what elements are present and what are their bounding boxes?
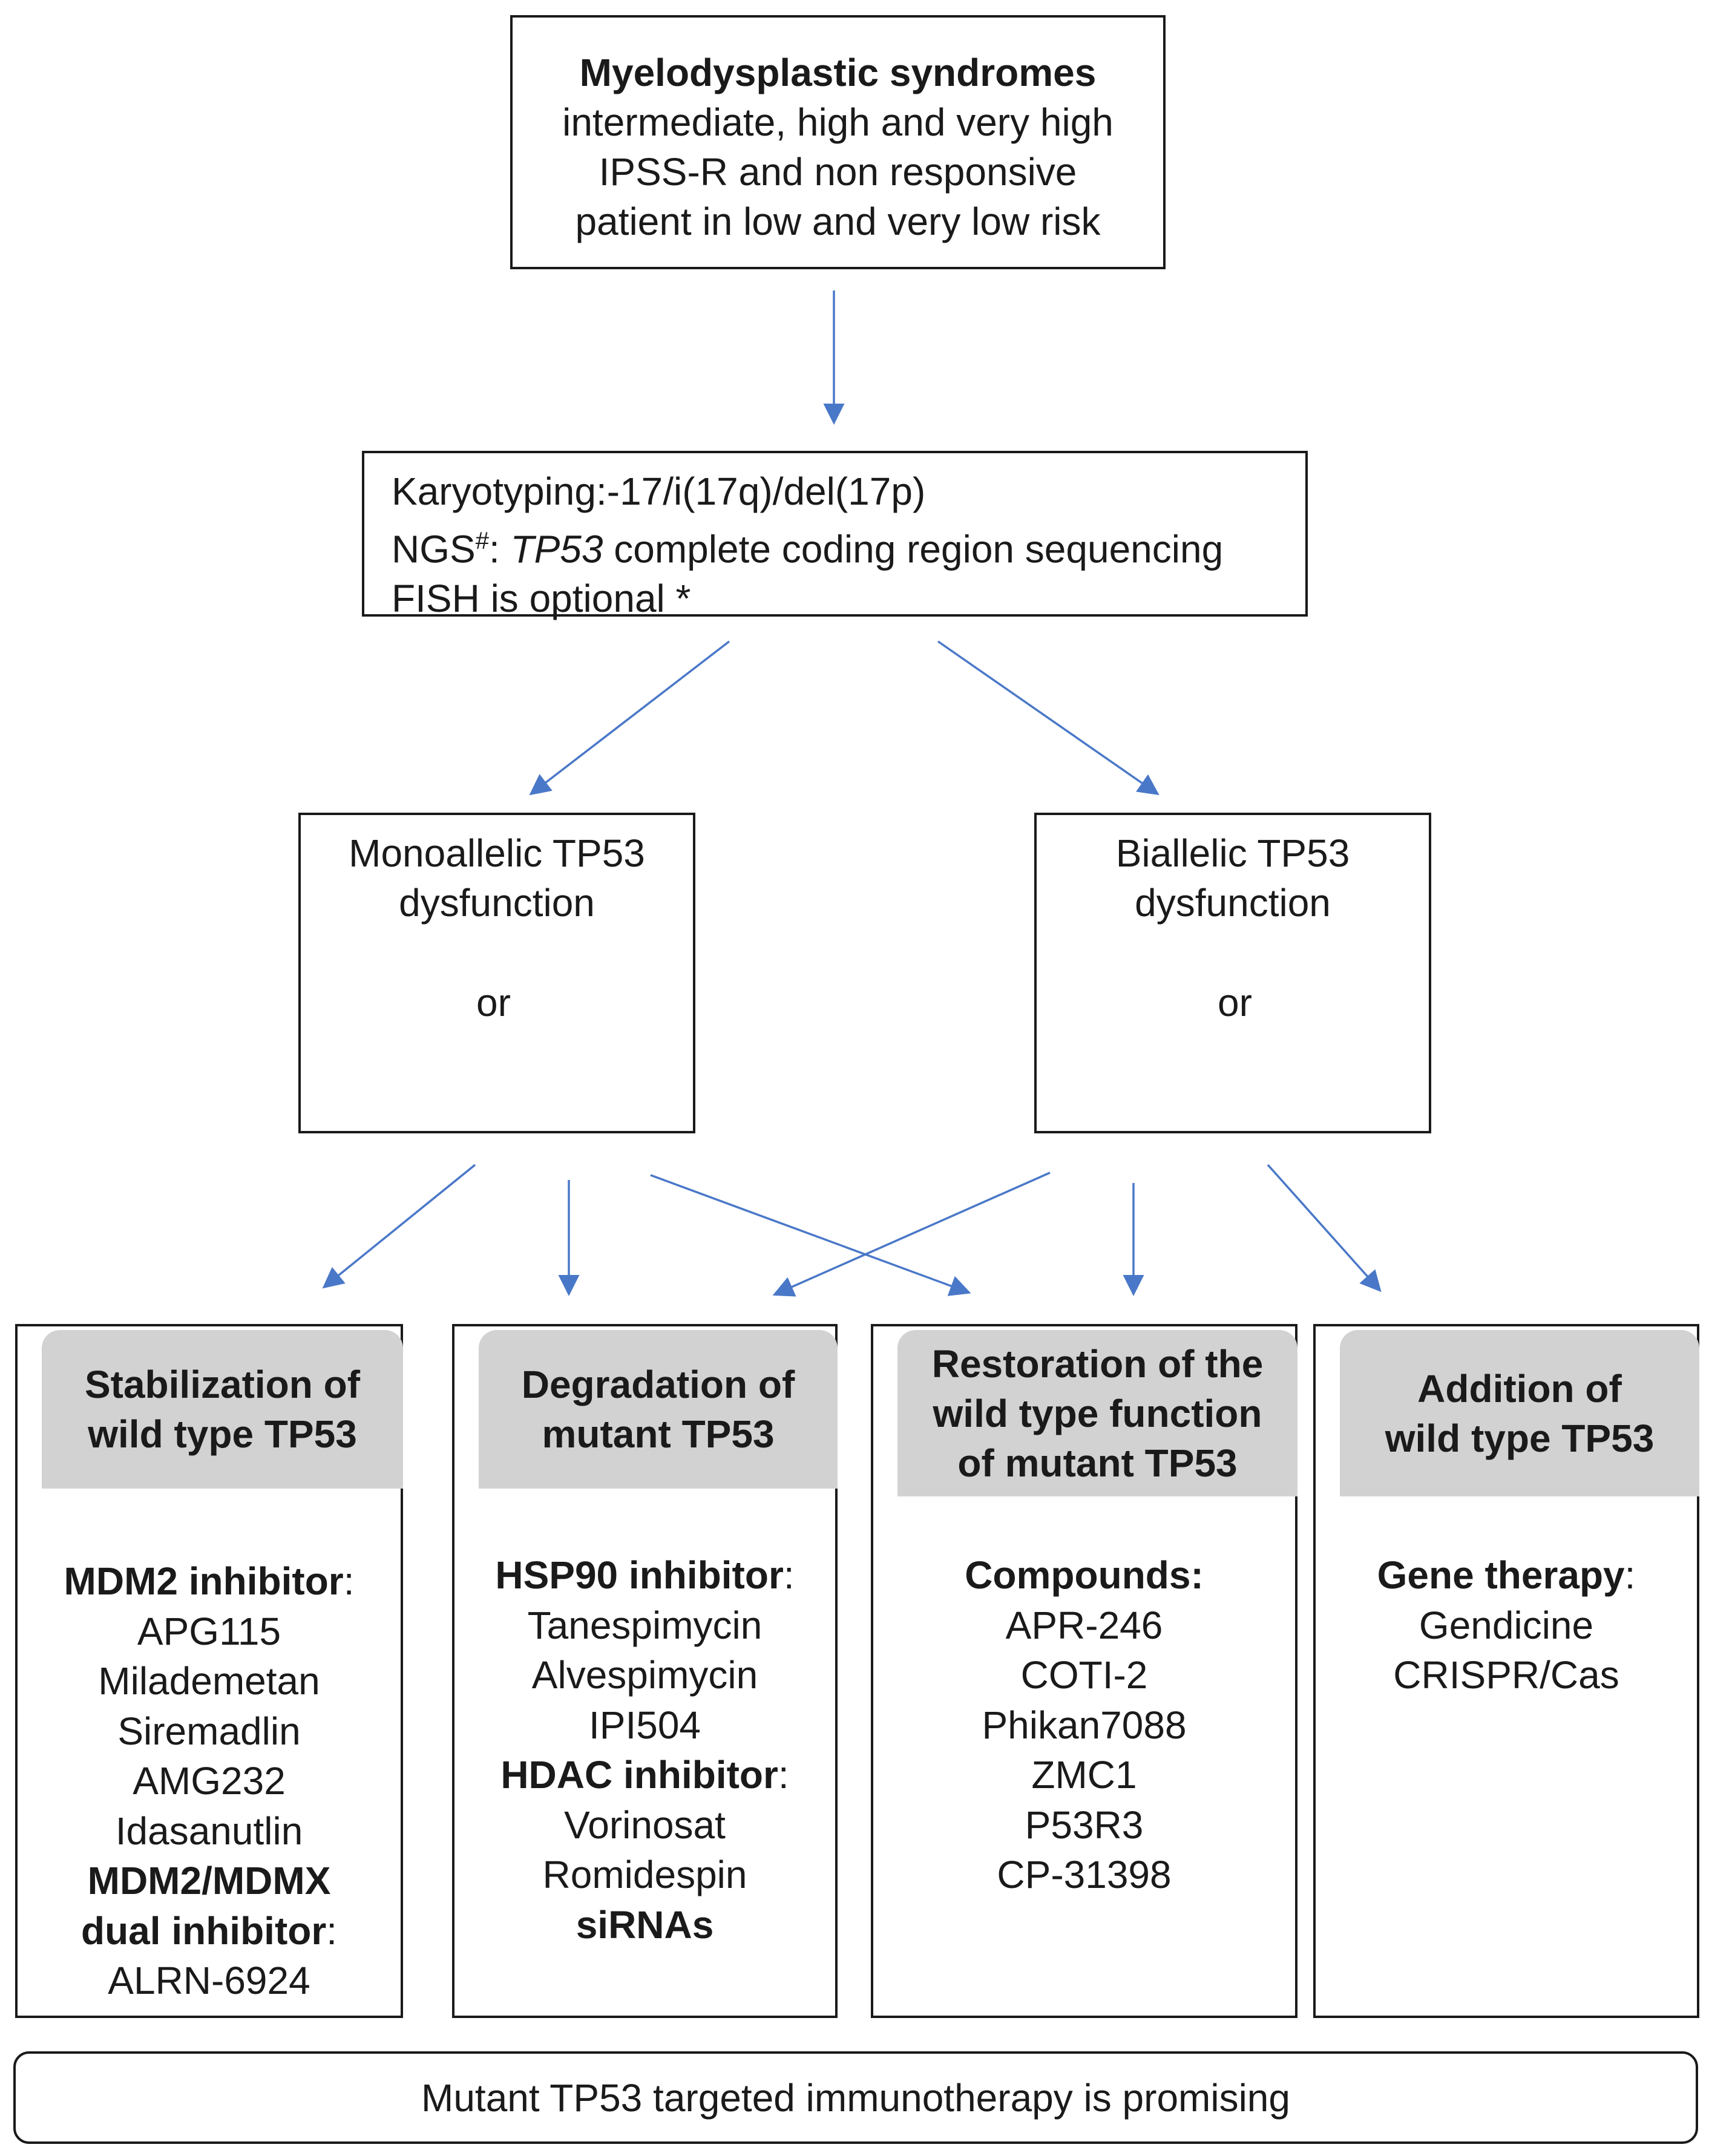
- arrow-bi-to-addition: [1267, 1164, 1382, 1293]
- ngs-line: NGS#: TP53 complete coding region sequen…: [392, 516, 1305, 574]
- mds-title: Myelodysplastic syndromes: [579, 51, 1097, 94]
- arrow-mono-to-stabilization: [322, 1164, 476, 1289]
- hdac-label-line: HDAC inhibitor:: [500, 1753, 789, 1797]
- drug-item: Romidespin: [542, 1853, 747, 1896]
- drug-item: Phikan7088: [982, 1703, 1187, 1747]
- monoallelic-or-label: or: [476, 981, 511, 1024]
- mds-criteria-box: Myelodysplastic syndromes intermediate, …: [510, 15, 1166, 269]
- degradation-body: HSP90 inhibitor: Tanespimycin Alvespimyc…: [454, 1550, 835, 1950]
- stabilization-header-line-2: wild type TP53: [88, 1412, 357, 1456]
- ngs-rest: complete coding region sequencing: [603, 527, 1224, 571]
- drug-item: COTI-2: [1020, 1653, 1148, 1697]
- ngs-superscript: #: [475, 528, 489, 554]
- biallelic-box: Biallelic TP53 dysfunction: [1034, 813, 1431, 1133]
- hdac-inhibitor-label: HDAC inhibitor: [500, 1753, 778, 1797]
- gene-therapy-label: Gene therapy: [1377, 1553, 1625, 1597]
- drug-item: APG115: [137, 1609, 281, 1653]
- stabilization-header: Stabilization of wild type TP53: [42, 1330, 403, 1489]
- drug-item: Milademetan: [98, 1659, 320, 1703]
- addition-body: Gene therapy: Gendicine CRISPR/Cas: [1316, 1550, 1697, 1700]
- monoallelic-title: Monoallelic TP53: [349, 831, 645, 875]
- drug-item: Gendicine: [1419, 1603, 1594, 1647]
- karyotyping-line: Karyotyping:-17/i(17q)/del(17p): [392, 470, 926, 513]
- restoration-header-line-2: wild type function: [933, 1391, 1262, 1435]
- arrow-karyo-to-bi: [937, 640, 1160, 795]
- drug-item: AMG232: [133, 1759, 286, 1803]
- degradation-header: Degradation of mutant TP53: [479, 1330, 838, 1489]
- stabilization-header-line-1: Stabilization of: [84, 1363, 361, 1406]
- therapy-degradation: Degradation of mutant TP53 HSP90 inhibit…: [452, 1324, 838, 2018]
- mdm2-inhibitor-label: MDM2 inhibitor: [64, 1559, 344, 1603]
- mds-line-2: IPSS-R and non responsive: [599, 150, 1077, 194]
- restoration-header: Restoration of the wild type function of…: [897, 1330, 1297, 1496]
- immunotherapy-banner: Mutant TP53 targeted immunotherapy is pr…: [13, 2051, 1698, 2144]
- mdm2-label-line: MDM2 inhibitor:: [64, 1559, 355, 1603]
- addition-header-line-2: wild type TP53: [1385, 1416, 1655, 1460]
- therapy-addition: Addition of wild type TP53 Gene therapy:…: [1313, 1324, 1699, 2018]
- drug-item: ALRN-6924: [108, 1959, 310, 2002]
- drug-item: Idasanutlin: [115, 1809, 303, 1853]
- drug-item: APR-246: [1005, 1603, 1163, 1647]
- immunotherapy-text: Mutant TP53 targeted immunotherapy is pr…: [421, 2076, 1290, 2120]
- biallelic-subtitle: dysfunction: [1135, 881, 1331, 925]
- stabilization-body: MDM2 inhibitor: APG115 Milademetan Sirem…: [18, 1556, 401, 2006]
- dual-inhibitor-label-2: dual inhibitor: [80, 1909, 327, 1953]
- drug-item: ZMC1: [1031, 1753, 1137, 1797]
- compounds-label: Compounds:: [965, 1553, 1204, 1597]
- therapy-restoration: Restoration of the wild type function of…: [871, 1324, 1297, 2018]
- drug-item: IPI504: [588, 1703, 701, 1747]
- drug-item: Vorinosat: [564, 1803, 726, 1847]
- dual-inhibitor-label-line: dual inhibitor:: [80, 1909, 338, 1953]
- hsp90-label-line: HSP90 inhibitor:: [495, 1553, 795, 1597]
- mds-line-3: patient in low and very low risk: [575, 200, 1101, 243]
- drug-item: CP-31398: [997, 1853, 1172, 1896]
- drug-item: Siremadlin: [117, 1709, 301, 1753]
- dual-inhibitor-label-1: MDM2/MDMX: [87, 1859, 331, 1902]
- arrow-bi-to-degradation: [772, 1171, 1051, 1297]
- monoallelic-subtitle: dysfunction: [399, 881, 595, 925]
- arrow-mono-to-restoration: [650, 1174, 971, 1296]
- degradation-header-line-1: Degradation of: [521, 1363, 795, 1406]
- degradation-header-line-2: mutant TP53: [542, 1412, 775, 1456]
- tp53-italic: TP53: [510, 527, 603, 571]
- gene-therapy-label-line: Gene therapy:: [1377, 1553, 1636, 1597]
- sirnas-label: siRNAs: [576, 1902, 714, 1947]
- addition-header: Addition of wild type TP53: [1340, 1330, 1699, 1496]
- biallelic-title: Biallelic TP53: [1115, 831, 1350, 875]
- arrow-karyo-to-mono: [529, 640, 730, 796]
- ngs-prefix: NGS: [392, 527, 476, 571]
- drug-item: CRISPR/Cas: [1393, 1653, 1619, 1697]
- restoration-header-line-1: Restoration of the: [931, 1342, 1264, 1386]
- drug-item: P53R3: [1025, 1803, 1144, 1847]
- drug-item: Alvespimycin: [531, 1653, 758, 1697]
- ngs-colon: :: [488, 527, 511, 571]
- diagnostics-box: Karyotyping:-17/i(17q)/del(17p) NGS#: TP…: [362, 451, 1308, 620]
- therapy-stabilization: Stabilization of wild type TP53 MDM2 inh…: [15, 1324, 403, 2018]
- hsp90-inhibitor-label: HSP90 inhibitor: [495, 1553, 784, 1597]
- addition-header-line-1: Addition of: [1417, 1366, 1622, 1411]
- biallelic-or-label: or: [1218, 981, 1252, 1024]
- drug-item: Tanespimycin: [527, 1603, 763, 1647]
- fish-line: FISH is optional *: [392, 577, 691, 621]
- monoallelic-box: Monoallelic TP53 dysfunction: [298, 813, 695, 1133]
- restoration-body: Compounds: APR-246 COTI-2 Phikan7088 ZMC…: [873, 1550, 1295, 1900]
- restoration-header-line-3: of mutant TP53: [957, 1441, 1238, 1485]
- mds-line-1: intermediate, high and very high: [562, 100, 1114, 144]
